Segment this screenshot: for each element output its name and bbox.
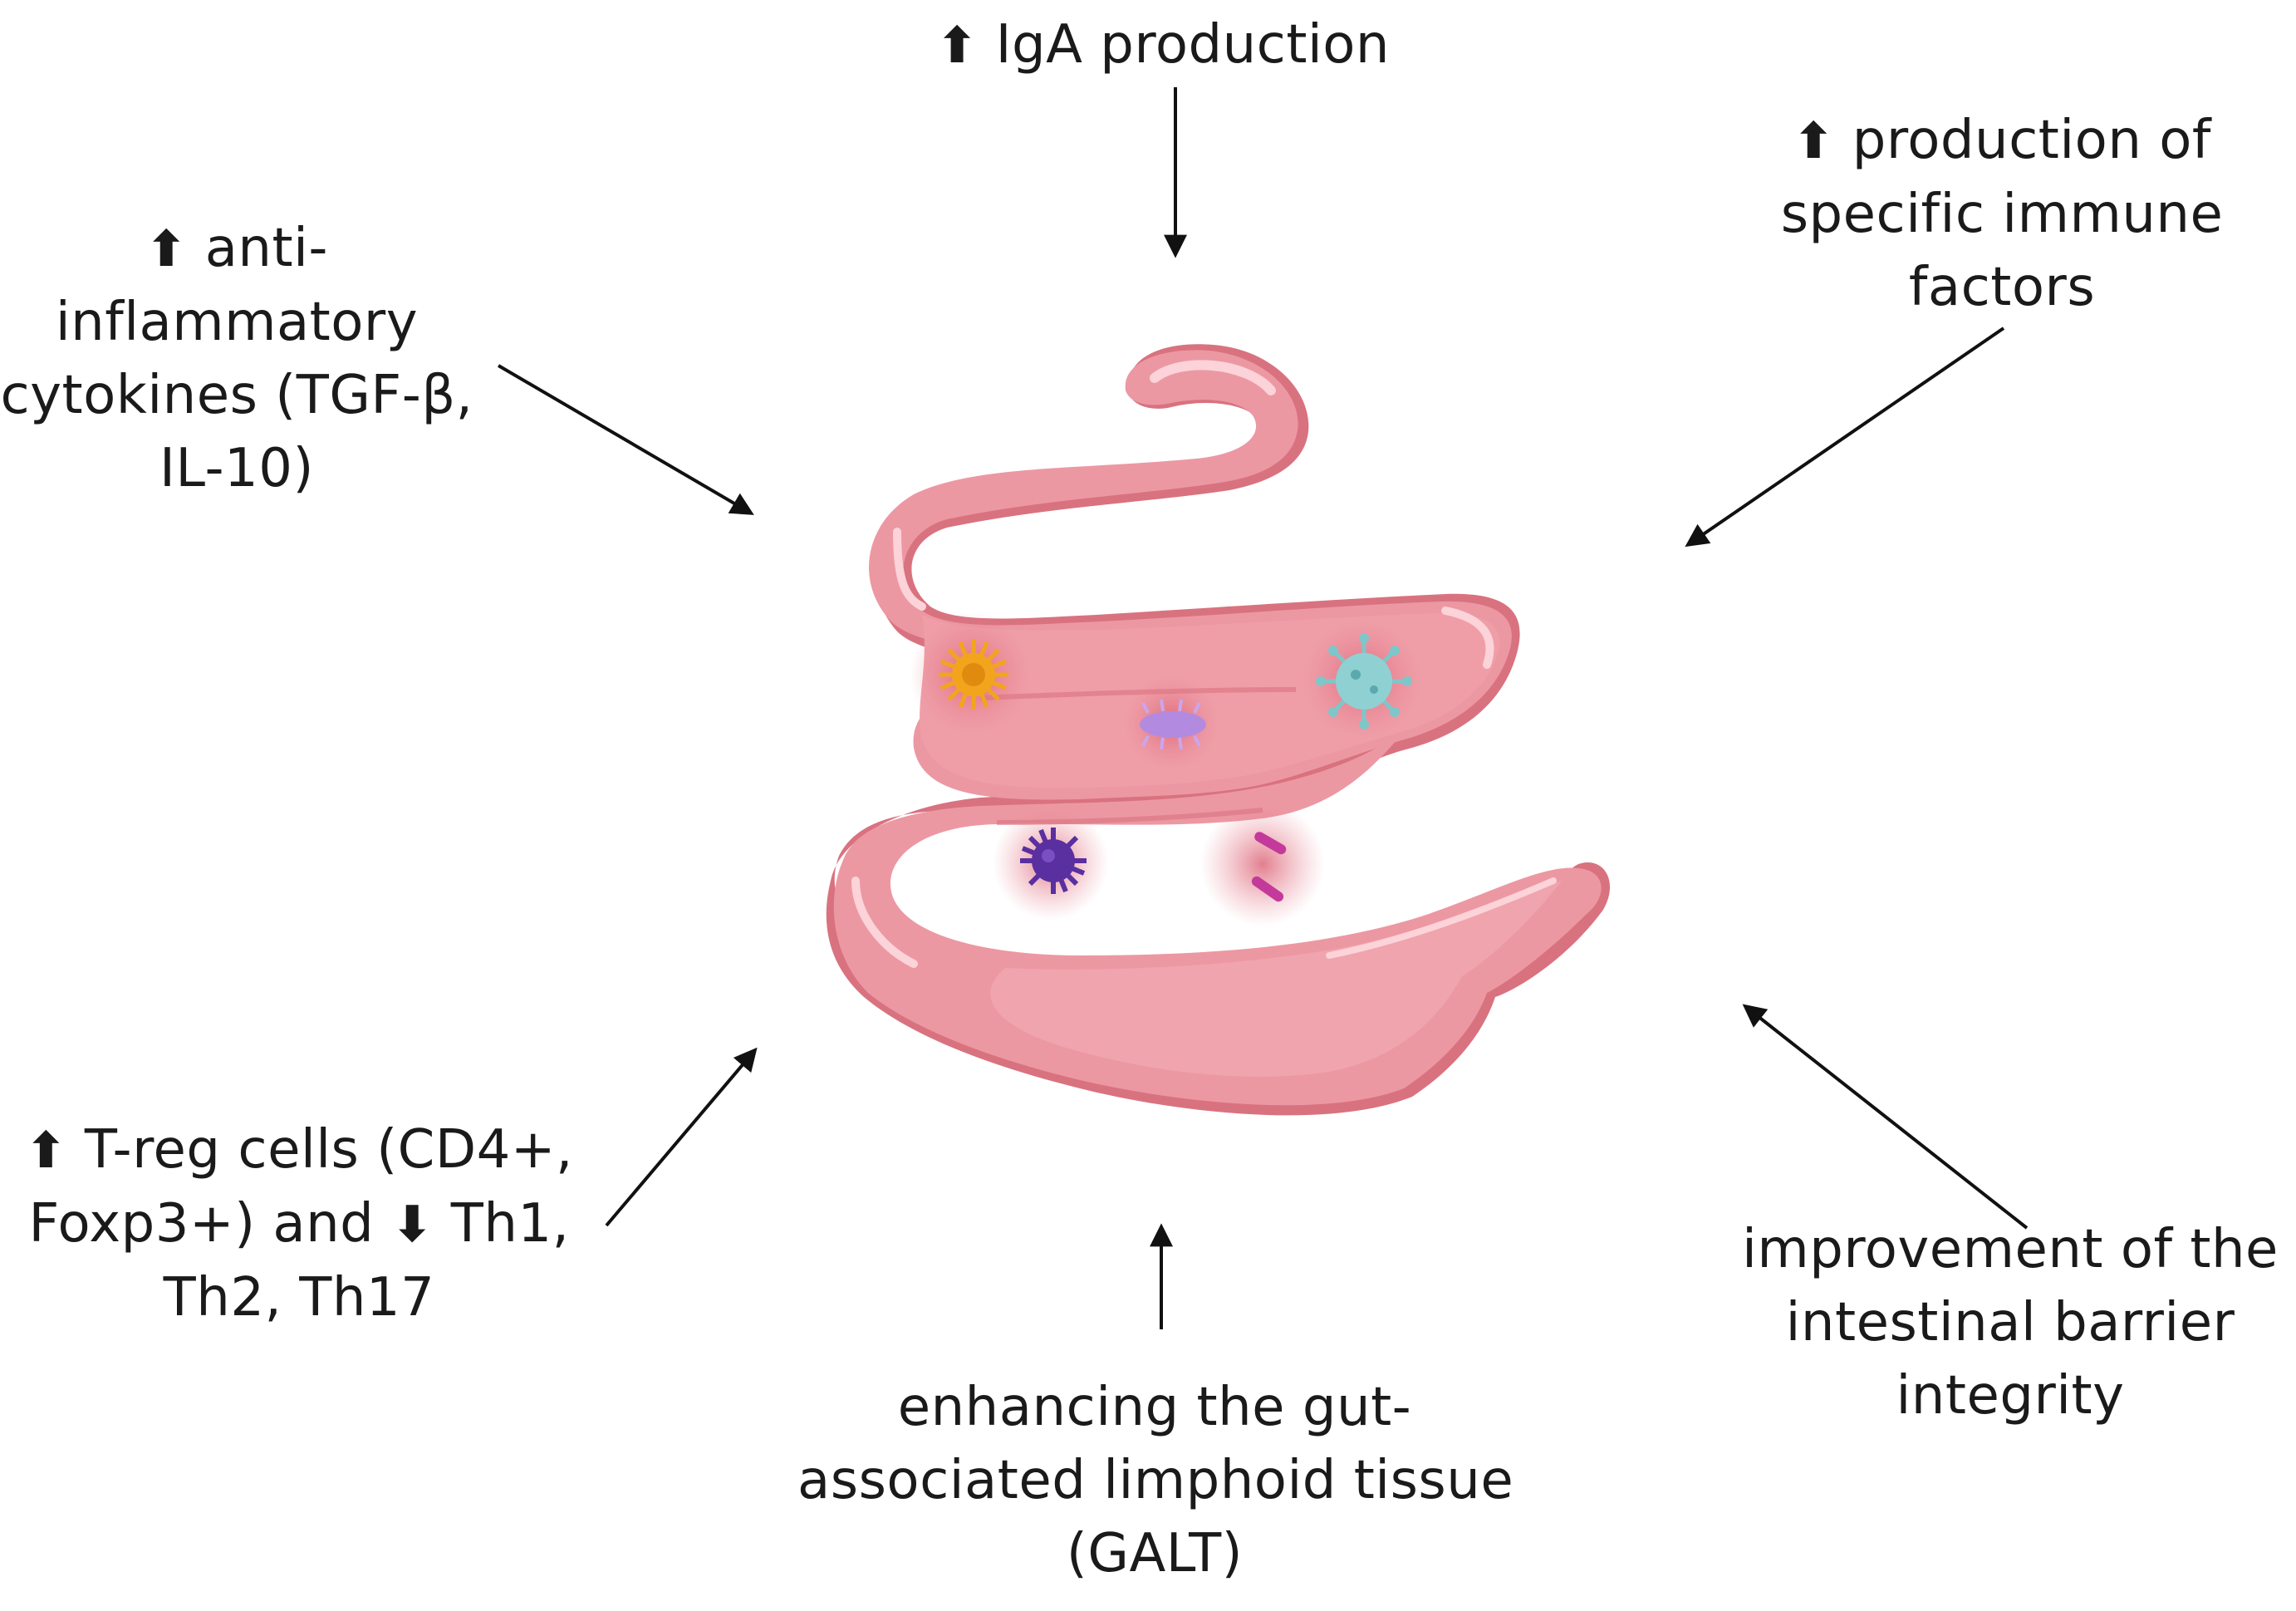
label-text: Th2, Th17 xyxy=(163,1267,435,1329)
label-galt: enhancing the gut- associated limphoid t… xyxy=(797,1371,1514,1590)
label-intestinal-barrier: improvement of the intestinal barrier in… xyxy=(1736,1213,2284,1432)
intestine-highlight-3 xyxy=(1441,607,1494,669)
intestine-highlight-1 xyxy=(1150,360,1276,395)
label-text: production of xyxy=(1852,110,2211,171)
label-iga-production: ⬆ IgA production xyxy=(847,8,1479,82)
down-arrow-icon: ⬇ xyxy=(391,1196,434,1254)
intestine-highlight-4 xyxy=(851,877,918,968)
up-arrow-icon: ⬆ xyxy=(1793,112,1835,170)
label-text: enhancing the gut- xyxy=(897,1377,1412,1438)
label-treg-cells: ⬆ T-reg cells (CD4+, Foxp3+) and ⬇ Th1, … xyxy=(25,1113,573,1334)
label-text: specific immune xyxy=(1780,184,2224,245)
intestine-highlight-5 xyxy=(1326,877,1557,959)
label-text: improvement of the xyxy=(1742,1219,2279,1280)
microbe-purple-icon xyxy=(1020,828,1087,894)
label-specific-immune-factors: ⬆ production of specific immune factors xyxy=(1744,104,2259,324)
arrow-top-left xyxy=(497,364,754,515)
label-text: integrity xyxy=(1896,1365,2125,1427)
label-text: Foxp3+) and xyxy=(28,1193,375,1255)
intestine-highlight-2 xyxy=(893,528,926,611)
microbe-teal-icon xyxy=(1316,633,1412,729)
label-text: IgA production xyxy=(995,14,1390,76)
intestine-illustration xyxy=(826,344,1611,1116)
label-text: inflammatory xyxy=(55,292,419,353)
inflamed-spot xyxy=(1200,802,1325,926)
label-text: IL-10) xyxy=(159,438,314,499)
up-arrow-icon: ⬆ xyxy=(25,1122,67,1180)
label-text: (GALT) xyxy=(1066,1523,1244,1584)
label-text: cytokines (TGF-β, xyxy=(0,365,473,426)
label-text: anti- xyxy=(204,218,328,279)
label-text: associated limphoid tissue xyxy=(797,1450,1514,1511)
microbe-magenta-icon xyxy=(1251,832,1287,902)
microbe-lilac-icon xyxy=(1140,699,1206,750)
label-text: T-reg cells (CD4+, xyxy=(84,1119,573,1181)
up-arrow-icon: ⬆ xyxy=(936,17,979,75)
up-arrow-icon: ⬆ xyxy=(145,220,188,278)
label-text: Th1, xyxy=(450,1193,570,1255)
label-text: factors xyxy=(1908,257,2096,318)
arrow-top-right xyxy=(1685,327,2005,548)
intestine-body-outline xyxy=(826,344,1611,1116)
arrow-bottom-right xyxy=(1742,1004,2029,1230)
label-text: intestinal barrier xyxy=(1785,1292,2235,1353)
arrow-bottom-left xyxy=(605,1047,758,1227)
label-anti-inflammatory-cytokines: ⬆ anti- inflammatory cytokines (TGF-β, I… xyxy=(0,212,473,505)
microbe-yellow-icon xyxy=(939,640,1008,710)
